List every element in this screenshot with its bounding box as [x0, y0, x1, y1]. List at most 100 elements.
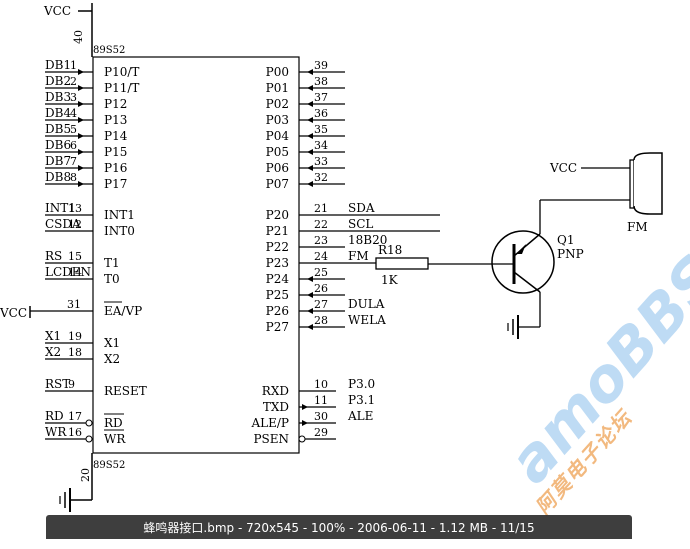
left-pin-label: X1 — [104, 336, 120, 350]
right-pin-10: 22 P21 SCL — [266, 217, 440, 238]
pin-vcc-number: 40 — [72, 30, 85, 44]
left-pin-15: X2 18 X2 — [45, 345, 120, 366]
left-net-label: LCDEN — [45, 265, 91, 279]
left-pin-number: 2 — [70, 75, 77, 88]
right-pin-number: 28 — [314, 314, 328, 327]
transistor-ref: Q1 — [557, 233, 574, 247]
right-net-label: ALE — [347, 409, 373, 423]
right-pin-label: RXD — [262, 384, 289, 398]
right-pin-17: 10 RXD P3.0 — [262, 377, 375, 398]
right-pin-7: 33 P06 — [266, 155, 345, 175]
left-pin-arrow — [78, 149, 84, 155]
resistor-ref: R18 — [378, 243, 402, 257]
left-pin-number: 16 — [68, 426, 82, 439]
right-pin-number: 21 — [314, 202, 328, 215]
right-pin-number: 32 — [314, 171, 328, 184]
right-pin-label: P23 — [266, 256, 289, 270]
transistor-type: PNP — [557, 247, 584, 261]
left-pin-label: P11/T — [104, 81, 139, 95]
left-pin-label: WR — [104, 432, 126, 446]
left-net-label: RST — [45, 377, 70, 391]
right-pin-arrow — [307, 292, 313, 298]
left-pin-number: 4 — [70, 107, 77, 120]
transistor-collector-lead — [513, 271, 541, 293]
right-pin-arrow — [307, 276, 313, 282]
left-net-label: DB6 — [45, 138, 71, 152]
right-pin-label: P06 — [266, 161, 289, 175]
right-net-label: P3.0 — [348, 377, 375, 391]
left-pin-arrow — [78, 165, 84, 171]
right-pin-number: 23 — [314, 234, 328, 247]
left-pin-13: 31 EA/VP — [30, 298, 142, 318]
left-pin-number: 18 — [68, 346, 82, 359]
right-pin-number: 33 — [314, 155, 328, 168]
vcc-right-label: VCC — [549, 161, 577, 175]
buzzer-icon — [633, 152, 663, 215]
left-net-label: DB3 — [45, 90, 71, 104]
right-net-label: SDA — [348, 201, 375, 215]
left-pin-number: 12 — [68, 218, 82, 231]
right-pin-number: 29 — [314, 426, 328, 439]
left-pin-number: 14 — [68, 266, 82, 279]
ground-symbol-transistor — [507, 314, 519, 340]
transistor-q1 — [491, 230, 555, 294]
transistor-emitter-arrow — [516, 244, 526, 254]
left-net-label: X2 — [45, 345, 61, 359]
right-pin-number: 37 — [314, 91, 328, 104]
left-net-label: X1 — [45, 329, 61, 343]
left-pin-arrow — [78, 117, 84, 123]
right-pin-group: 39P0038P0137P0236P0335P0434P0533P0632P07… — [250, 59, 440, 446]
right-pin-number: 26 — [314, 282, 328, 295]
right-pin-label: P05 — [266, 145, 289, 159]
right-pin-number: 27 — [314, 298, 328, 311]
right-net-label: SCL — [348, 217, 373, 231]
left-pin-number: 31 — [67, 298, 81, 311]
left-net-label: DB5 — [45, 122, 71, 136]
left-pin-label: EA/VP — [104, 304, 142, 318]
chip-name-top: 89S52 — [93, 45, 125, 56]
left-pin-label: X2 — [104, 352, 120, 366]
left-pin-number: 8 — [70, 171, 77, 184]
right-pin-label: P25 — [266, 288, 289, 302]
right-pin-label: P02 — [266, 97, 289, 111]
left-pin-label: RESET — [104, 384, 147, 398]
right-pin-label: P04 — [266, 129, 290, 143]
left-pin-label: P16 — [104, 161, 127, 175]
buzzer-body — [629, 159, 635, 209]
left-pin-label: T0 — [104, 272, 120, 286]
left-pin-arrow — [78, 181, 84, 187]
right-pin-arrow — [307, 117, 313, 123]
right-pin-number: 10 — [314, 378, 328, 391]
left-pin-label: P13 — [104, 113, 127, 127]
right-pin-arrow — [302, 420, 308, 426]
left-pin-number: 9 — [68, 378, 75, 391]
left-net-label: WR — [45, 425, 67, 439]
right-pin-arrow — [307, 149, 313, 155]
right-pin-label: P27 — [266, 320, 289, 334]
right-pin-number: 22 — [314, 218, 328, 231]
left-pin-label: INT0 — [104, 224, 135, 238]
inverted-pin-bubble — [298, 435, 306, 443]
right-pin-label: P21 — [266, 224, 289, 238]
left-pin-label: T1 — [104, 256, 120, 270]
right-pin-number: 39 — [314, 59, 328, 72]
left-net-label: DB8 — [45, 170, 71, 184]
left-net-label: DB2 — [45, 74, 71, 88]
right-pin-label: P01 — [266, 81, 289, 95]
right-pin-label: ALE/P — [250, 416, 289, 430]
right-pin-label: P03 — [266, 113, 289, 127]
